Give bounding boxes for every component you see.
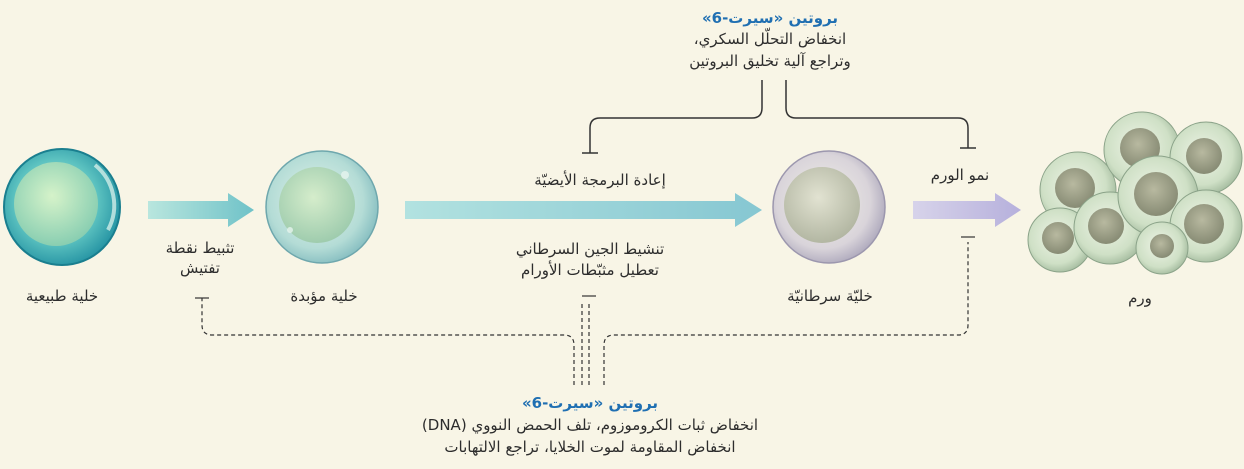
top-effect-line2: وتراجع آلية تخليق البروتين — [689, 52, 851, 70]
reprogramming-label: إعادة البرمجة الأيضيّة — [534, 171, 666, 189]
cancer-cell-icon — [772, 150, 886, 264]
tumor-label: ورم — [1128, 289, 1152, 307]
bottom-effect-line1: انخفاض ثبات الكروموزوم، تلف الحمض النووي… — [421, 416, 759, 434]
bottom-protein-title: بروتين «سيرت-6» — [521, 394, 659, 412]
arrow-cancer-to-tumor — [913, 193, 1021, 227]
tumor-icon — [1027, 111, 1243, 275]
immortal-cell-icon — [265, 150, 379, 264]
oncogene-label-line1: تنشيط الجين السرطاني — [515, 240, 665, 258]
immortal-cell-label: خلية مؤبدة — [290, 287, 358, 305]
arrow-immortal-to-cancer — [405, 193, 762, 227]
arrow-normal-to-immortal — [148, 193, 254, 227]
cancer-cell-label: خليّة سرطانيّة — [787, 287, 873, 305]
tumor-growth-label: نمو الورم — [930, 166, 990, 184]
normal-cell-label: خلية طبيعية — [25, 287, 99, 305]
top-protein-title: بروتين «سيرت-6» — [701, 9, 839, 27]
oncogene-label-line2: تعطيل مثبّطات الأورام — [521, 261, 659, 279]
top-inhibition-lines — [582, 80, 976, 154]
bottom-effect-line2: انخفاض المقاومة لموت الخلايا، تراجع الال… — [444, 438, 736, 456]
top-effect-line1: انخفاض التحلّل السكري، — [693, 30, 847, 48]
checkpoint-label-line1: تثبيط نقطة — [165, 239, 235, 257]
normal-cell-icon — [3, 148, 121, 266]
checkpoint-label-line2: تفتيش — [180, 259, 220, 277]
bottom-inhibition-lines — [195, 236, 975, 385]
